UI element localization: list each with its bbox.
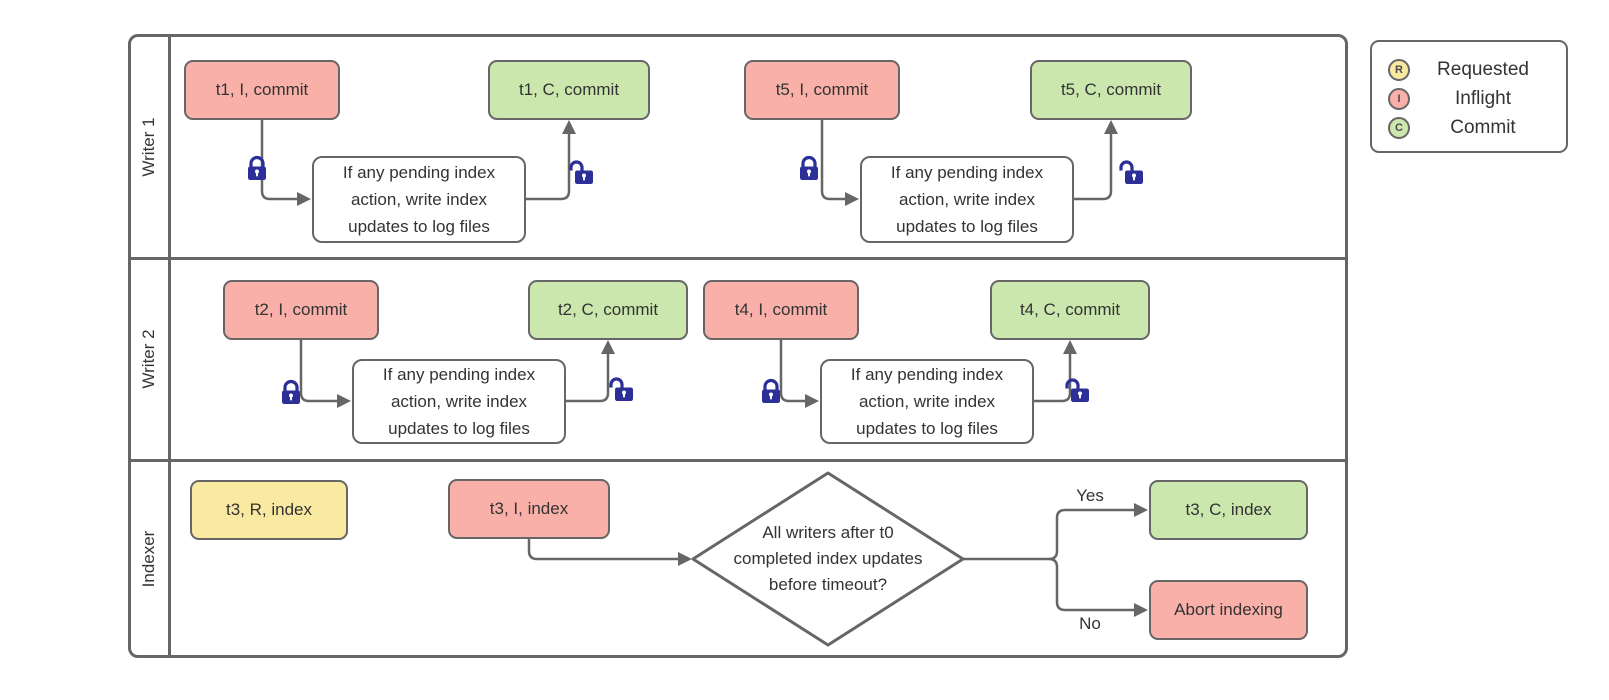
edge-t3-inflight-to-decision — [527, 539, 692, 566]
node-t3-commit: t3, C, index — [1149, 480, 1308, 540]
legend-row-commit: C Commit — [1388, 113, 1556, 142]
requested-state-icon: R — [1388, 58, 1410, 81]
lane-label-text: Writer 1 — [139, 117, 158, 177]
lane-label-separator — [168, 35, 171, 657]
edge-action-to-t5-commit — [1074, 120, 1118, 201]
edge-label-yes: Yes — [1076, 486, 1104, 505]
edge-t5-inflight-to-action — [820, 120, 859, 206]
lane-separator — [129, 459, 1347, 462]
node-t3-inflight: t3, I, index — [448, 479, 610, 539]
node-t2-inflight: t2, I, commit — [223, 280, 379, 340]
legend-label: Commit — [1450, 116, 1516, 138]
open-lock-icon — [1065, 378, 1089, 402]
edge-t2-inflight-to-action — [299, 340, 351, 408]
closed-lock-icon — [248, 155, 266, 180]
legend-label: Inflight — [1455, 87, 1511, 109]
node-t5-commit: t5, C, commit — [1030, 60, 1192, 120]
closed-lock-icon — [800, 155, 818, 180]
node-t5-inflight: t5, I, commit — [744, 60, 900, 120]
legend: R Requested I Inflight C Commit — [1370, 40, 1568, 153]
lane-label-text: Writer 2 — [139, 329, 158, 389]
edge-action-to-t1-commit — [526, 120, 576, 201]
node-pending-index-action: If any pending index action, write index… — [860, 156, 1074, 243]
edge-label-no: No — [1079, 614, 1101, 633]
closed-lock-icon — [282, 379, 300, 404]
node-t2-commit: t2, C, commit — [528, 280, 688, 340]
node-pending-index-action: If any pending index action, write index… — [820, 359, 1034, 444]
edge-t4-inflight-to-action — [779, 340, 819, 408]
node-t4-inflight: t4, I, commit — [703, 280, 859, 340]
lane-label-writer2: Writer 2 — [129, 279, 169, 439]
edge-decision-no — [1048, 557, 1148, 617]
inflight-state-icon: I — [1388, 87, 1410, 110]
edge-action-to-t4-commit — [1034, 340, 1077, 403]
lane-label-indexer: Indexer — [129, 479, 169, 639]
open-lock-icon — [609, 377, 633, 401]
node-pending-index-action: If any pending index action, write index… — [312, 156, 526, 243]
open-lock-icon — [569, 160, 593, 184]
lane-separator — [129, 257, 1347, 260]
legend-row-inflight: I Inflight — [1388, 84, 1556, 113]
legend-label: Requested — [1437, 58, 1529, 80]
closed-lock-icon — [762, 378, 780, 403]
open-lock-icon — [1119, 160, 1143, 184]
edge-action-to-t2-commit — [566, 340, 615, 403]
node-abort-indexing: Abort indexing — [1149, 580, 1308, 640]
node-t1-commit: t1, C, commit — [488, 60, 650, 120]
legend-row-requested: R Requested — [1388, 55, 1556, 84]
node-pending-index-action: If any pending index action, write index… — [352, 359, 566, 444]
node-t3-requested: t3, R, index — [190, 480, 348, 540]
lane-label-text: Indexer — [139, 530, 158, 588]
edge-t1-inflight-to-action — [260, 120, 311, 206]
decision-text: All writers after t0 completed index upd… — [733, 523, 923, 594]
node-t1-inflight: t1, I, commit — [184, 60, 340, 120]
lane-label-writer1: Writer 1 — [129, 67, 169, 227]
node-t4-commit: t4, C, commit — [990, 280, 1150, 340]
swimlane-pool — [128, 34, 1348, 658]
commit-state-icon: C — [1388, 116, 1410, 139]
